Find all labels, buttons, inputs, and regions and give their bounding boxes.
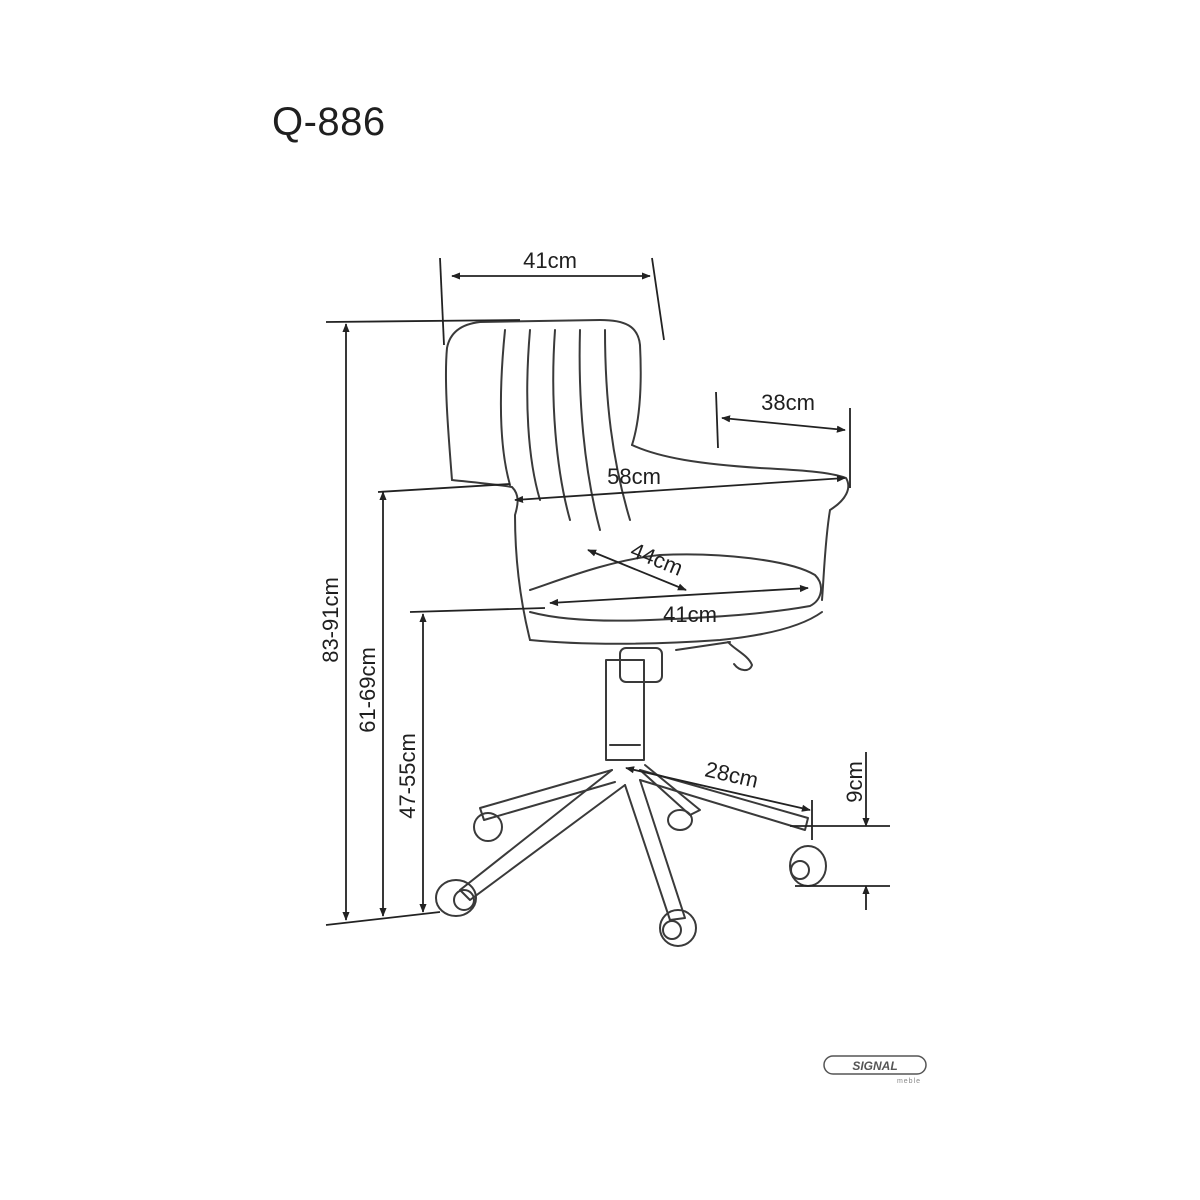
backrest	[444, 319, 642, 481]
label-seat-depth: 44cm	[627, 537, 686, 580]
brand-logo: SIGNAL meble	[823, 1055, 927, 1085]
label-seat-height: 47-55cm	[395, 733, 420, 819]
label-total-width: 58cm	[607, 464, 661, 489]
label-armrest-height: 61-69cm	[355, 647, 380, 733]
label-caster-height: 9cm	[842, 761, 867, 803]
label-armrest-depth: 38cm	[761, 390, 815, 415]
label-back-width: 41cm	[523, 248, 577, 273]
product-title: Q-886	[272, 100, 386, 144]
lever-handle	[727, 641, 753, 672]
base-leg-front-left	[459, 769, 626, 901]
label-seat-width: 41cm	[663, 602, 717, 627]
tilt-knob	[619, 647, 663, 683]
caster	[667, 809, 693, 831]
dim-total-width	[514, 474, 846, 504]
left-armrest	[451, 479, 531, 641]
brand-logo-sub: meble	[897, 1078, 921, 1085]
label-total-height: 83-91cm	[318, 577, 343, 663]
seat-shell	[529, 611, 823, 645]
brand-logo-text: SIGNAL	[852, 1059, 897, 1073]
dim-seat-depth	[587, 549, 687, 591]
dim-seat-width	[549, 584, 809, 607]
dim-armrest-depth	[721, 415, 846, 433]
gas-cylinder	[605, 659, 645, 761]
caster	[659, 909, 697, 947]
base-leg-front	[624, 779, 686, 921]
caster	[435, 879, 477, 917]
dim-base-radius	[625, 766, 811, 812]
caster	[473, 812, 503, 842]
base-leg-back-left	[479, 769, 616, 821]
